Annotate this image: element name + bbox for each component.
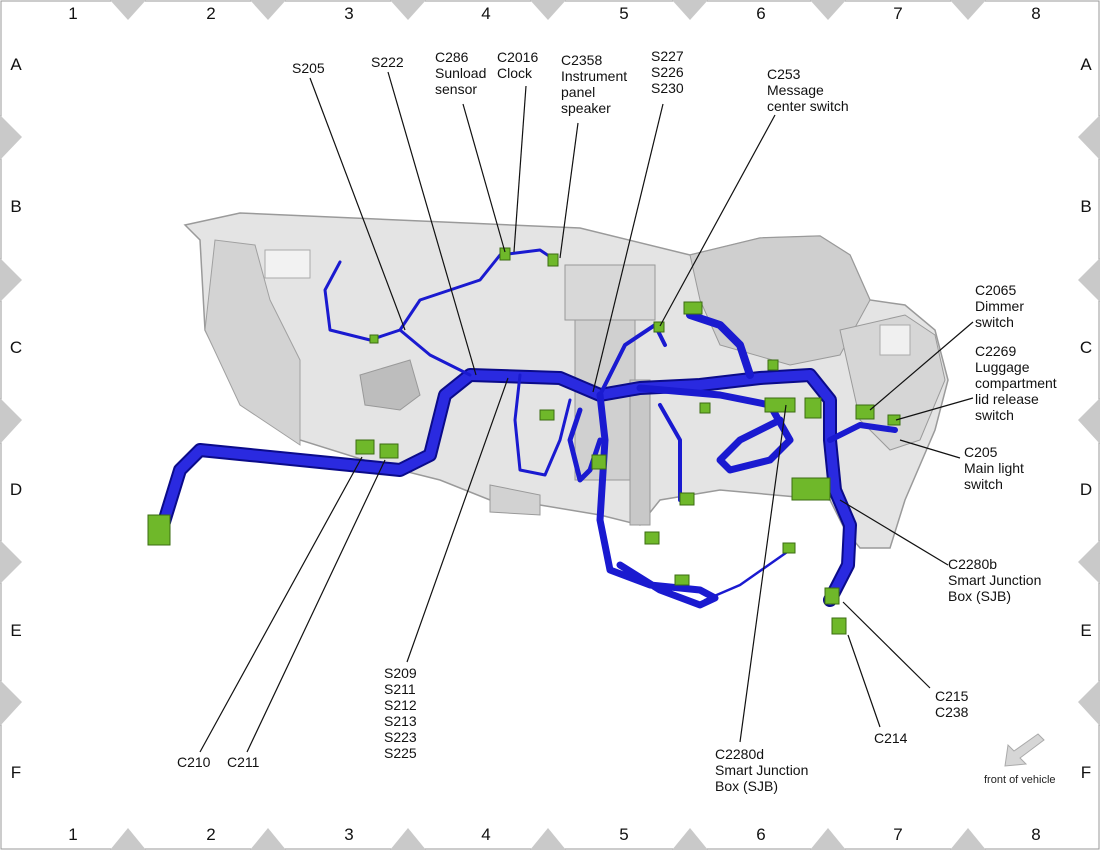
callout-s209-s225: S209 S211 S212 S213 S223 S225 bbox=[384, 665, 417, 761]
grid-row-c-left: C bbox=[9, 338, 23, 357]
grid-col-6-top: 6 bbox=[756, 4, 766, 23]
callout-c205-main-light-switch: C205 Main light switch bbox=[964, 444, 1024, 492]
callout-c2269-luggage-compartment-switch: C2269 Luggage compartment lid release sw… bbox=[975, 343, 1057, 423]
leader-lines bbox=[199, 71, 974, 753]
callout-c2358-instrument-panel-speaker: C2358 Instrument panel speaker bbox=[561, 52, 628, 116]
grid-col-7-bottom: 7 bbox=[893, 825, 903, 844]
grid-row-c-right: C bbox=[1079, 338, 1093, 357]
callout-c2280d-smart-junction-box: C2280d Smart Junction Box (SJB) bbox=[715, 746, 809, 794]
grid-col-4-bottom: 4 bbox=[481, 825, 491, 844]
callout-c2016-clock: C2016 Clock bbox=[497, 49, 539, 81]
front-of-vehicle-label: front of vehicle bbox=[984, 774, 1056, 786]
callout-c253-message-center-switch: C253 Message center switch bbox=[767, 66, 849, 114]
grid-row-d-right: D bbox=[1079, 480, 1093, 499]
callout-s205: S205 bbox=[292, 60, 325, 76]
grid-col-5-top: 5 bbox=[619, 4, 629, 23]
callout-c2280b-smart-junction-box: C2280b Smart Junction Box (SJB) bbox=[948, 556, 1042, 604]
grid-row-a-left: A bbox=[10, 55, 22, 74]
grid-col-1-top: 1 bbox=[68, 4, 78, 23]
grid-col-8-top: 8 bbox=[1031, 4, 1041, 23]
grid-row-e-left: E bbox=[10, 621, 22, 640]
callout-c214: C214 bbox=[874, 730, 908, 746]
grid-col-6-bottom: 6 bbox=[756, 825, 766, 844]
connectors bbox=[147, 247, 901, 635]
grid-col-3-top: 3 bbox=[344, 4, 354, 23]
grid-row-f-left: F bbox=[10, 763, 22, 782]
grid-col-7-top: 7 bbox=[893, 4, 903, 23]
grid-row-b-right: B bbox=[1080, 197, 1092, 216]
grid-col-1-bottom: 1 bbox=[68, 825, 78, 844]
callout-s222: S222 bbox=[371, 54, 404, 70]
grid-col-2-top: 2 bbox=[206, 4, 216, 23]
callout-s227-s226-s230: S227 S226 S230 bbox=[651, 48, 684, 96]
grid-row-d-left: D bbox=[9, 480, 23, 499]
grid-row-b-left: B bbox=[10, 197, 22, 216]
callout-c211: C211 bbox=[227, 754, 260, 770]
grid-col-8-bottom: 8 bbox=[1031, 825, 1041, 844]
front-of-vehicle-arrow-icon bbox=[1004, 733, 1045, 767]
grid-row-e-right: E bbox=[1080, 621, 1092, 640]
callout-c215-c238: C215 C238 bbox=[935, 688, 969, 720]
callout-c210: C210 bbox=[177, 754, 211, 770]
grid-row-f-right: F bbox=[1080, 763, 1092, 782]
wiring-harness bbox=[153, 248, 898, 609]
callout-c286-sunload-sensor: C286 Sunload sensor bbox=[435, 49, 487, 97]
grid-col-3-bottom: 3 bbox=[344, 825, 354, 844]
grid-row-a-right: A bbox=[1080, 55, 1092, 74]
grid-col-5-bottom: 5 bbox=[619, 825, 629, 844]
grid-col-2-bottom: 2 bbox=[206, 825, 216, 844]
grid-col-4-top: 4 bbox=[481, 4, 491, 23]
callout-c2065-dimmer-switch: C2065 Dimmer switch bbox=[975, 282, 1024, 330]
